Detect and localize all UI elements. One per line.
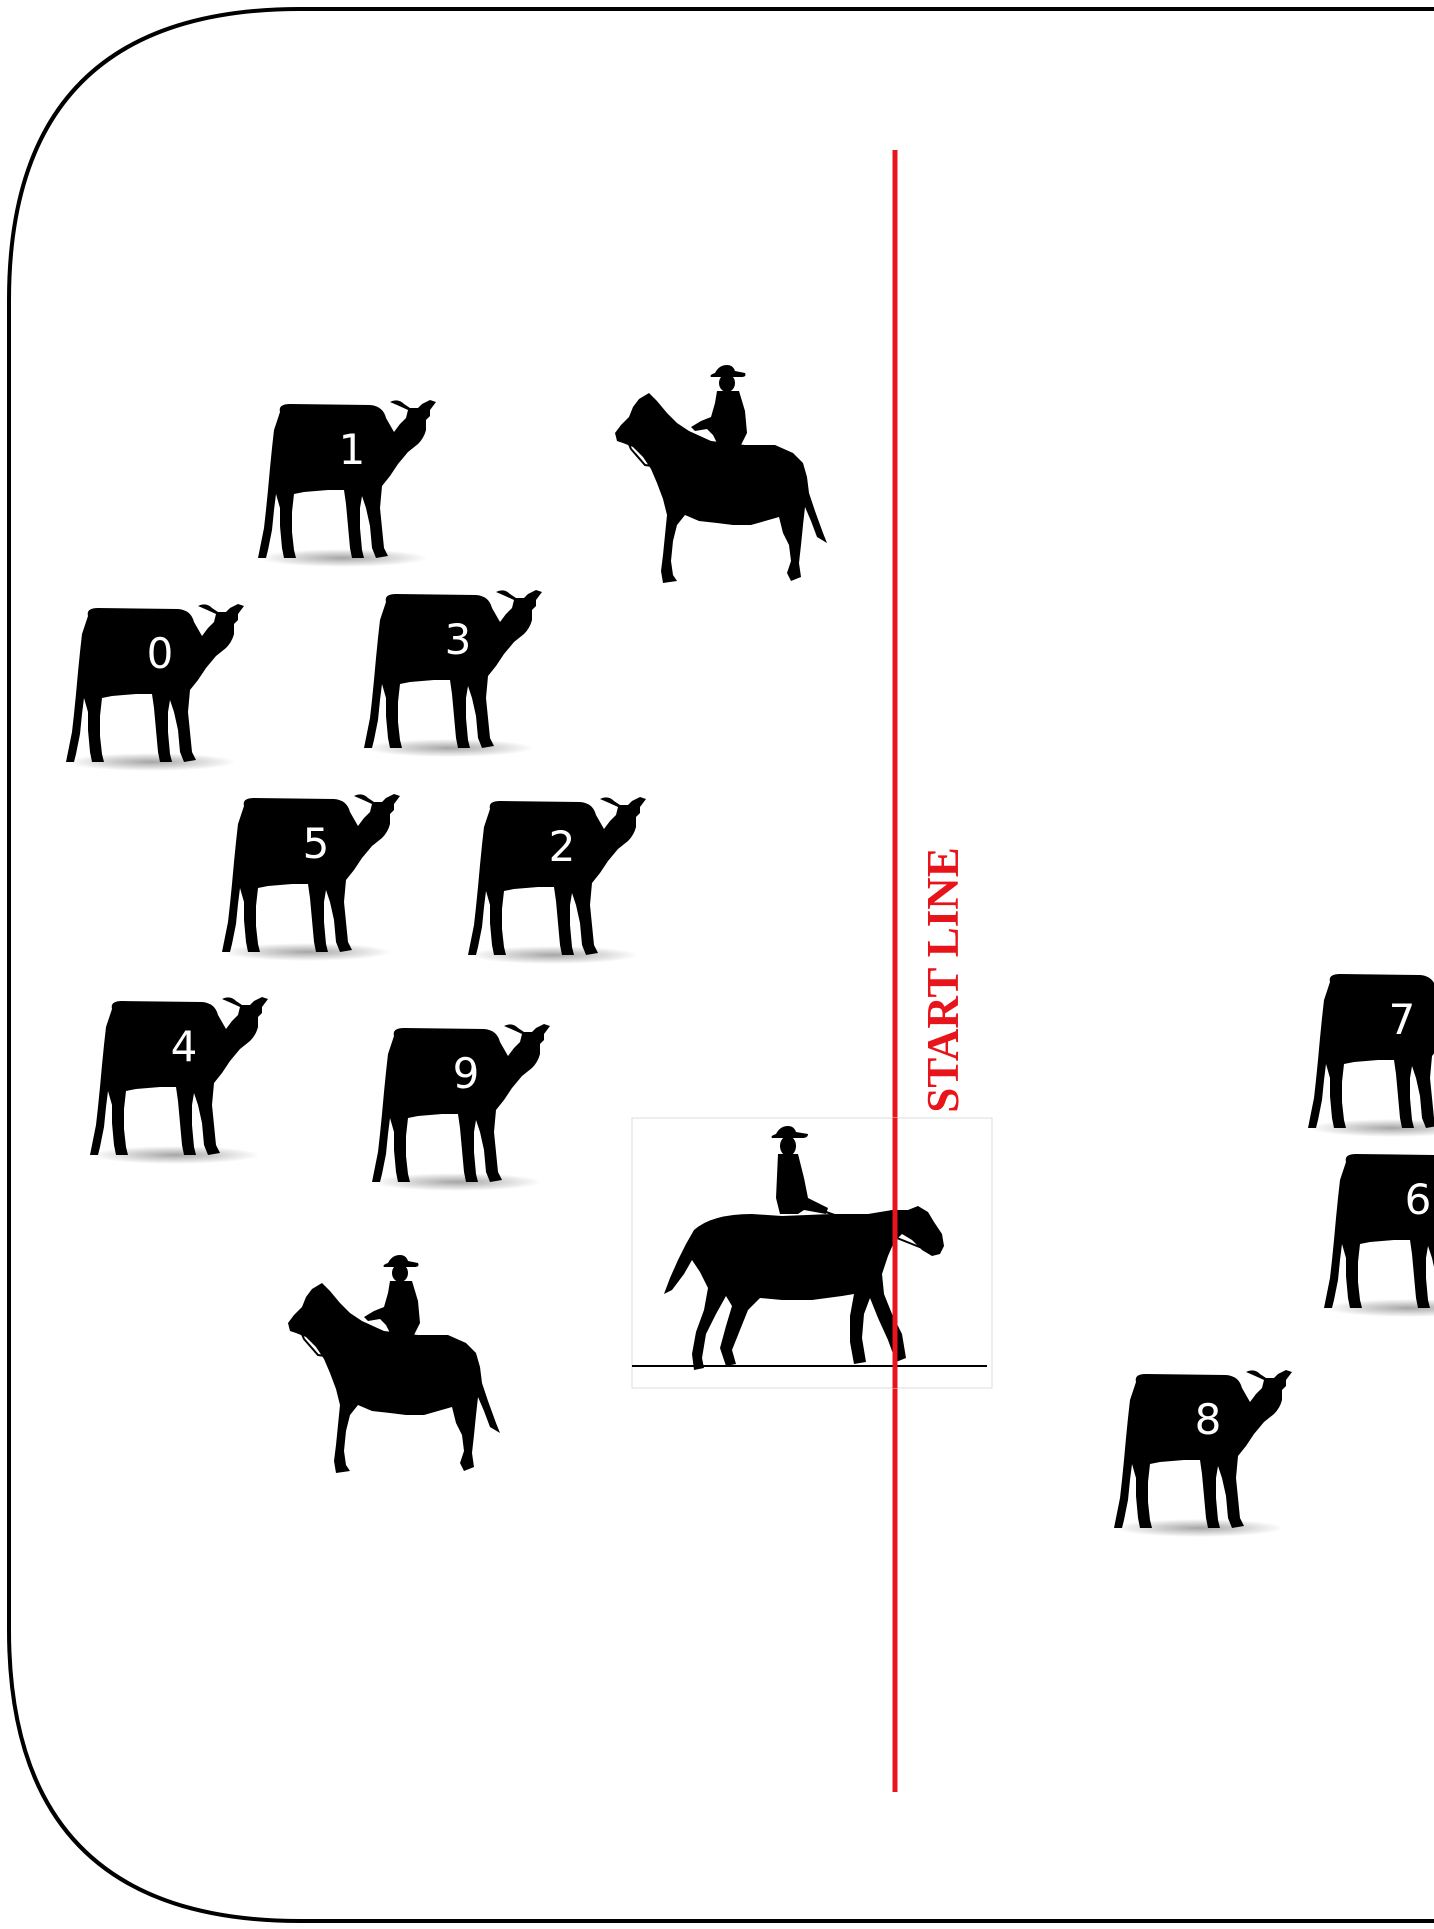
calf-1: 1	[258, 400, 436, 567]
standing-horse-rider-icon	[615, 365, 827, 583]
calf-number: 2	[549, 822, 576, 871]
calf-number: 6	[1405, 1175, 1432, 1224]
calf-5: 5	[222, 794, 400, 961]
calf-0: 0	[66, 604, 244, 771]
calf-number: 0	[147, 629, 174, 678]
arena-border	[9, 9, 1434, 1921]
start-line-label: START LINE	[918, 847, 968, 1113]
calf-number: 5	[303, 819, 330, 868]
calf-6: 6	[1324, 1150, 1434, 1317]
calf-7: 7	[1308, 970, 1434, 1137]
calf-number: 4	[171, 1022, 198, 1071]
calf-number: 9	[453, 1049, 480, 1098]
calf-number: 7	[1389, 995, 1416, 1044]
calf-3: 3	[364, 590, 542, 757]
calf-number: 3	[445, 615, 472, 664]
calf-number: 8	[1195, 1395, 1222, 1444]
standing-horse-rider-icon	[288, 1255, 500, 1473]
walking-horse-rider-icon	[632, 1118, 992, 1388]
calf-8: 8	[1114, 1370, 1292, 1537]
calf-4: 4	[90, 997, 268, 1164]
calf-9: 9	[372, 1024, 550, 1191]
calf-number: 1	[339, 425, 366, 474]
calf-2: 2	[468, 797, 646, 964]
